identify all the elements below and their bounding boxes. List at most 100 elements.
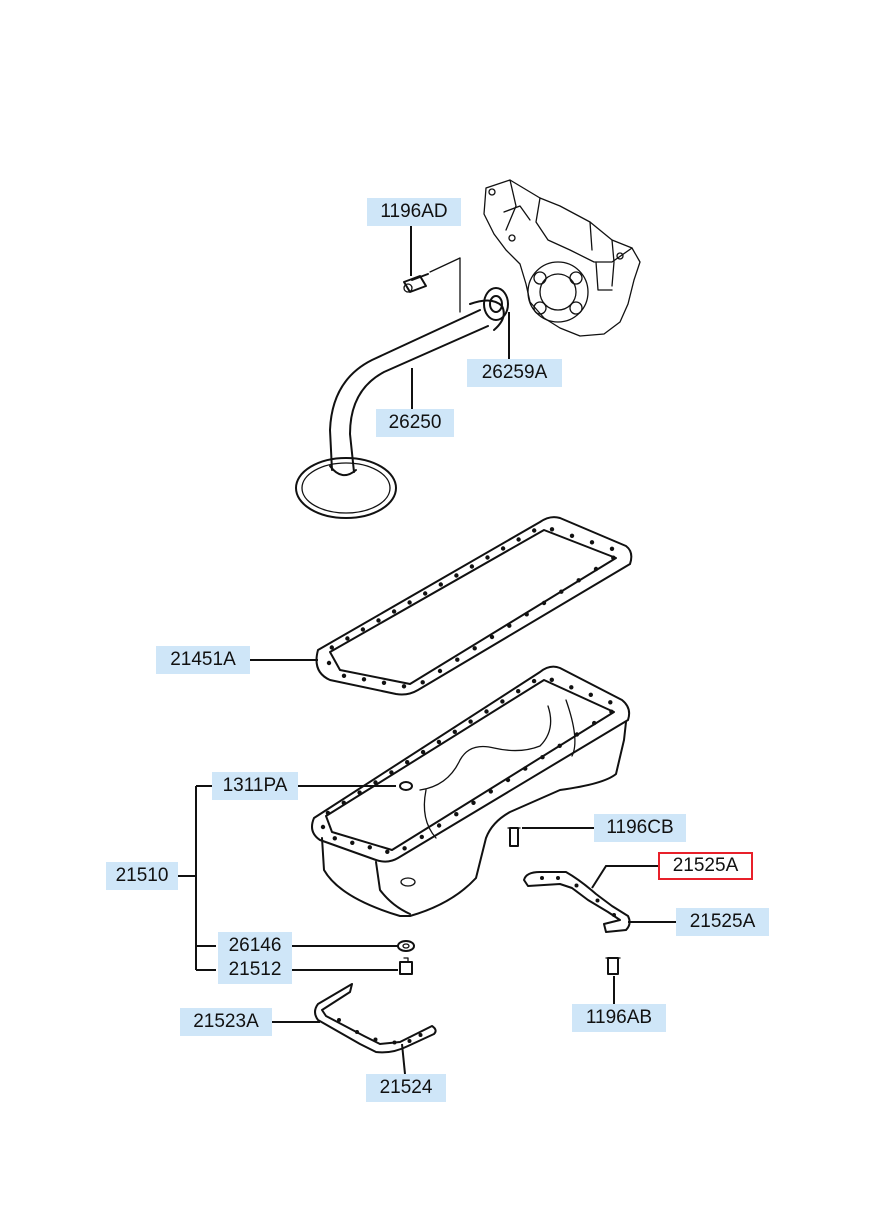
bolt-hole [420,680,425,685]
bolt-hole [405,760,410,765]
bolt-hole [516,537,521,542]
bracket-21524-drawing [314,983,437,1054]
bolt-hole [454,573,459,578]
bolt-hole [531,678,537,684]
bolt-hole [485,555,490,560]
part-label-21524[interactable]: 21524 [366,1074,446,1102]
bolt-hole [589,540,595,545]
bolt-hole [574,732,580,737]
oil-pan-drawing [311,665,631,917]
bolt-hole [407,1039,412,1043]
bolt-hole [556,876,560,880]
bolt-hole [452,729,457,734]
leader-lines [174,226,676,1075]
bolt-hole [436,823,442,828]
bolt-hole [361,677,367,682]
bolt-hole [385,849,390,854]
bolt-hole [381,680,387,685]
bolt-hole [516,689,521,694]
bolt-hole [341,800,346,805]
bolt-1196ab-drawing [605,957,621,975]
bolt-hole [505,777,511,783]
part-label-26146[interactable]: 26146 [218,932,292,960]
bolt-hole [569,685,574,690]
bolt-hole [423,591,428,596]
bolt-hole [332,836,337,841]
bolt-hole [609,709,614,714]
part-label-21525a[interactable]: 21525A [676,908,769,936]
bolt-hole [540,755,545,760]
bolt-hole [468,719,473,724]
bolt-hole [437,668,443,674]
bolt-hole [471,800,476,805]
bolt-1196ad-drawing [403,257,461,313]
part-label-1311pa[interactable]: 1311PA [212,772,298,800]
bolt-hole [532,528,537,533]
bolt-hole [454,812,459,817]
oil-pan-bolt-holes [320,677,614,854]
bolt-hole [401,684,407,689]
part-label-21510[interactable]: 21510 [106,862,178,890]
part-label-21451a[interactable]: 21451A [156,646,250,674]
bolt-hole [420,749,426,755]
bolt-hole [612,913,616,917]
bolt-hole [337,1018,341,1022]
bolt-hole [576,578,581,583]
bolt-hole [326,660,332,666]
bolt-hole [391,609,397,614]
bolt-hole [489,634,495,640]
oil-pump-housing-drawing [483,179,641,337]
bolt-hole [549,527,555,532]
bolt-hole [611,555,616,560]
oil-pan-gasket-drawing [315,516,633,696]
part-label-26259a[interactable]: 26259A [467,359,562,387]
bolt-hole [472,646,477,651]
bolt-hole [407,600,412,605]
bolt-hole [574,883,579,888]
bolt-hole [524,612,529,617]
bolt-hole [418,1033,423,1037]
gasket-bolt-holes [326,527,616,689]
bolt-hole [355,1030,359,1034]
bolt-hole [357,790,362,795]
part-label-21512[interactable]: 21512 [218,956,292,984]
part-label-21525a-selected[interactable]: 21525A [658,852,753,880]
part-label-1196ab[interactable]: 1196AB [572,1004,666,1032]
oil-strainer-tube-drawing [295,287,509,519]
bolt-hole [373,780,378,785]
bolt-hole [595,898,600,903]
bolt-hole [549,677,554,682]
bolt-hole [402,846,407,851]
bolt-hole [438,582,443,587]
part-label-1196cb[interactable]: 1196CB [594,814,686,842]
part-label-21523a[interactable]: 21523A [180,1008,272,1036]
bracket-21525a-drawing [523,871,631,933]
bracket-21524-holes [337,1018,423,1045]
bolt-hole [360,627,366,632]
part-label-1196ad[interactable]: 1196AD [367,198,461,226]
bolt-hole [373,1037,378,1042]
bolt-hole [484,709,489,714]
bolt-1196cb-drawing [507,827,521,847]
bolt-hole [455,657,460,662]
bolt-hole [345,636,350,641]
bolt-hole [376,618,381,623]
bracket-21525a-holes [540,876,616,917]
bolt-hole [569,533,575,538]
bolt-hole [392,1040,397,1045]
bolt-hole [320,824,326,830]
bolt-hole [389,770,394,775]
bolt-hole [588,692,593,697]
bolt-hole [540,876,544,880]
bolt-hole [329,645,334,650]
bolt-hole [341,673,347,678]
bolt-hole [557,743,562,748]
bolt-hole [500,546,506,551]
bolt-hole [469,564,475,569]
bolt-hole [593,566,599,572]
part-label-26250[interactable]: 26250 [376,409,454,437]
bolt-hole [507,623,512,628]
bolt-hole [541,600,547,606]
bolt-hole [523,766,528,771]
